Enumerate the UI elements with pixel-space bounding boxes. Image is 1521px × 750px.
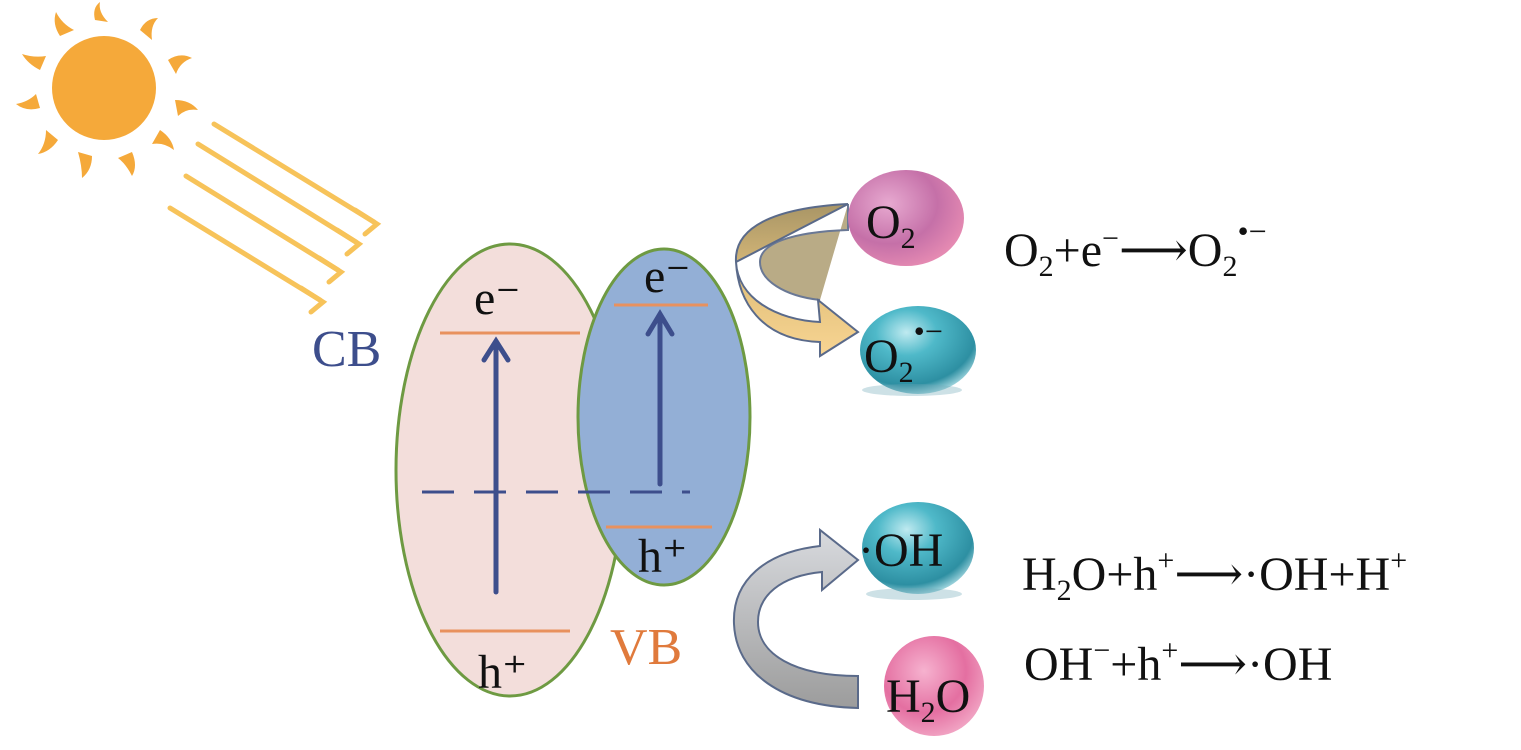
equation-hydroxide-oxidation: OH−+h+⟶·OH	[1024, 634, 1332, 691]
sun-icon	[16, 2, 198, 178]
water-label: H2O	[886, 670, 970, 729]
superoxide-label: O2•−	[864, 313, 943, 389]
superoxide-sphere	[860, 306, 976, 394]
left-electron-label: e⁻	[474, 272, 521, 325]
left-excitation-arrow	[481, 336, 511, 595]
right-electron-label: e⁻	[644, 250, 691, 303]
superoxide-shadow	[862, 384, 962, 396]
right-semiconductor-particle	[576, 247, 752, 587]
hydroxyl-shadow	[866, 588, 962, 600]
equation-water-oxidation: H2O+h+⟶·OH+H+	[1022, 544, 1407, 607]
left-hole-label: h⁺	[478, 646, 527, 699]
oxidation-curved-arrow	[732, 527, 860, 710]
right-excitation-arrow	[645, 309, 675, 487]
reduction-curved-arrow	[734, 203, 860, 358]
hydroxyl-radical-sphere	[862, 502, 974, 594]
o2-molecule-sphere	[848, 170, 964, 266]
reduction-arrow-upper-band	[758, 204, 849, 301]
cb-label: CB	[312, 321, 381, 378]
vb-label: VB	[610, 619, 682, 676]
right-hole-label: h⁺	[638, 530, 687, 583]
hydroxyl-label: ·OH	[858, 524, 943, 577]
equation-superoxide-formation: O2+e−⟶O2•−	[1004, 213, 1267, 283]
light-rays-icon	[167, 121, 382, 315]
water-molecule-sphere	[884, 636, 984, 736]
o2-label: O2	[866, 196, 916, 255]
